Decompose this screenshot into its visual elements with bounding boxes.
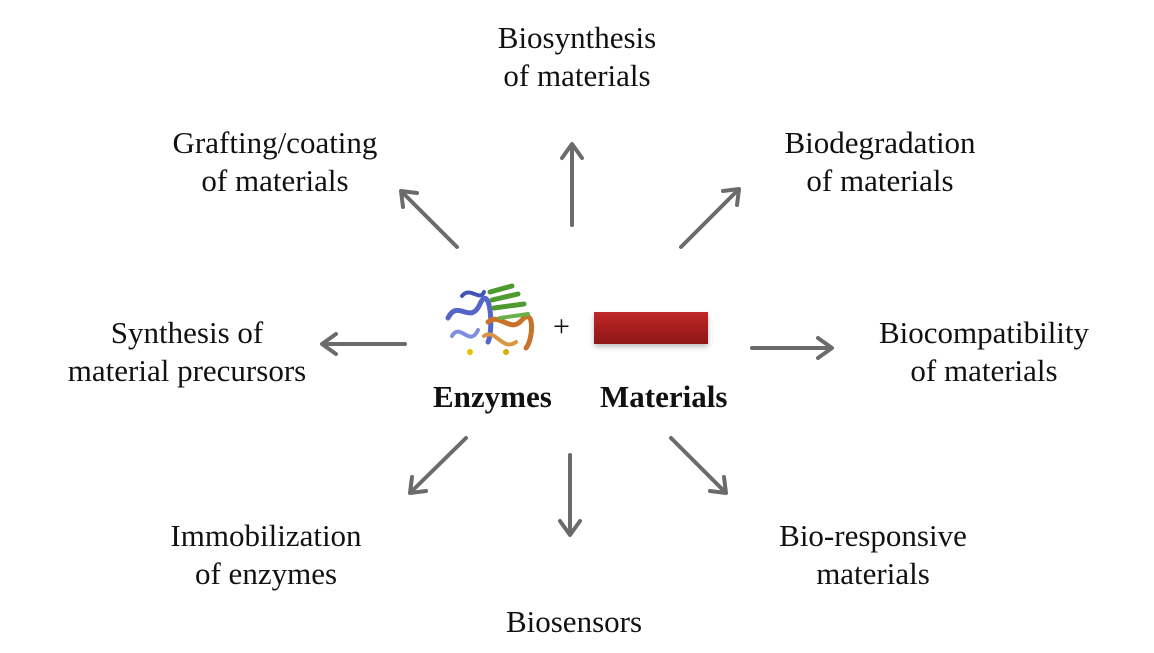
plus-sign: + <box>553 310 570 343</box>
arrow-grafting-coating <box>399 189 459 249</box>
branch-synthesis-precursors: Synthesis of material precursors <box>52 314 322 390</box>
branch-biocompatibility: Biocompatibility of materials <box>860 314 1108 390</box>
branch-immobilization: Immobilization of enzymes <box>148 517 384 593</box>
branch-bio-responsive: Bio-responsive materials <box>755 517 991 593</box>
arrow-immobilization <box>408 436 468 495</box>
arrow-synthesis-precursors <box>320 332 407 356</box>
arrow-biodegradation <box>679 187 741 249</box>
branch-line: Biocompatibility <box>878 315 1090 350</box>
arrow-biocompatibility <box>750 336 834 360</box>
branch-biosynthesis: Biosynthesis of materials <box>479 19 675 95</box>
branch-line: Grafting/coating <box>172 125 378 160</box>
branch-line: of enzymes <box>194 556 338 591</box>
materials-label: Materials <box>600 379 728 414</box>
branch-line: Synthesis of <box>110 315 264 350</box>
branch-line: Biosensors <box>505 604 643 639</box>
branch-line: material precursors <box>67 353 307 388</box>
branch-line: of materials <box>806 163 954 198</box>
branch-line: Biodegradation <box>784 125 976 160</box>
branch-grafting-coating: Grafting/coating of materials <box>150 124 400 200</box>
branch-biosensors: Biosensors <box>480 603 668 641</box>
branch-line: of materials <box>201 163 349 198</box>
protein-structure-icon <box>445 283 534 355</box>
branch-line: Biosynthesis <box>497 20 657 55</box>
red-material-bar-icon <box>594 312 708 344</box>
branch-line: of materials <box>503 58 651 93</box>
branch-line: of materials <box>910 353 1058 388</box>
branch-line: materials <box>816 556 930 591</box>
enzymes-label: Enzymes <box>433 379 552 414</box>
branch-line: Immobilization <box>170 518 362 553</box>
arrow-biosensors <box>558 453 582 537</box>
branch-line: Bio-responsive <box>779 518 967 553</box>
arrow-biosynthesis <box>560 142 584 227</box>
branch-biodegradation: Biodegradation of materials <box>760 124 1000 200</box>
arrow-bio-responsive <box>669 436 728 495</box>
